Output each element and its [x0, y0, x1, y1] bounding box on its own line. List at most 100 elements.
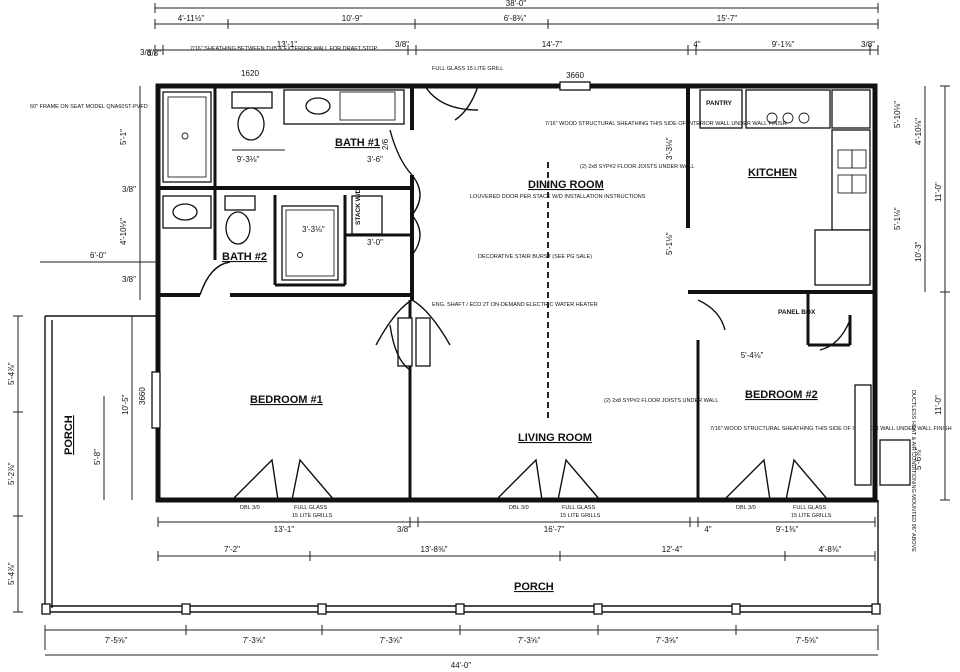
dim-porch-3: 7'-3⅝" [380, 636, 403, 645]
dim-bottom2-4: 4'-8⅜" [819, 545, 842, 554]
dim-top2-6: 9'-1⅜" [772, 40, 795, 49]
door3-size: DBL 3/0 [736, 505, 756, 511]
dim-bottom-1: 13'-1" [274, 525, 295, 534]
dim-left-inner-4: 4'-10⅛" [119, 218, 128, 245]
dim-kitchen-v2: 5'-1⅛" [665, 232, 674, 255]
dim-left-inner-5: 3/8" [122, 275, 136, 284]
window-top: 3660 [566, 71, 584, 80]
dim-bottom-2: 3/8" [397, 525, 411, 534]
dim-right-1: 11'-0" [934, 182, 943, 202]
dim-top2-5: 4" [693, 40, 700, 49]
porch: PORCH PORCH [41, 315, 881, 615]
door3-grill: 15 LITE GRILLS [791, 513, 832, 519]
dim-bottom2-2: 13'-8⅜" [420, 545, 447, 554]
dim-left-1: 5'-4⅞" [7, 362, 16, 385]
note-living-joists: (2) 2x8 SYP#2 FLOOR JOISTS UNDER WALL [604, 398, 718, 404]
dim-top2-2: 13'-1" [277, 40, 298, 49]
right-dimensions: 11'-0" 11'-0" 4'-10⅛" 10'-3" 5'-6⅜" 5'-1… [893, 85, 950, 501]
room-label-bedroom1: BEDROOM #1 [250, 394, 323, 406]
dim-top2-4: 14'-7" [542, 40, 563, 49]
bath1-fixtures: BATH #1 9'-3⅛" 3'-6" 2/6 1620 [162, 69, 413, 183]
dim-left-inner-1: 3/8" [147, 49, 161, 58]
dim-porch-4: 7'-3⅝" [518, 636, 541, 645]
room-label-bath1: BATH #1 [335, 137, 380, 149]
dim-closet-b: 3'-0" [367, 238, 383, 247]
note-decorative: DECORATIVE STAIR BURST (SEE PG SALE) [478, 254, 592, 260]
door2-type: FULL GLASS [562, 505, 595, 511]
dim-left-2: 5'-2⅞" [7, 462, 16, 485]
dim-left-3: 5'-4⅞" [7, 562, 16, 585]
room-label-porch: PORCH [514, 581, 554, 593]
dim-top-3: 6'-8¾" [504, 14, 527, 23]
dim-top-1: 4'-11½" [178, 14, 205, 23]
dim-kitchen-v1: 3'-3⅛" [665, 137, 674, 160]
label-pantry: PANTRY [706, 100, 733, 107]
interior-walls [158, 86, 875, 500]
door1-grill: 15 LITE GRILLS [292, 513, 333, 519]
dim-bath1-width: 9'-3⅛" [237, 155, 260, 164]
note-kitchen-joists: (2) 2x8 SYP#2 FLOOR JOISTS UNDER WALL [580, 164, 694, 170]
top-dimensions: 38'-0" 4'-11½" 10'-9" 6'-8¾" 15'-7" 3/8"… [140, 0, 879, 57]
bedroom2-area: BEDROOM #2 PANEL BOX 7/16" WOOD STRUCTUR… [697, 299, 952, 552]
window-left: 1620 [241, 69, 259, 78]
room-label-dining: DINING ROOM [528, 179, 604, 191]
dim-closet-a: 3'-3⅛" [302, 225, 325, 234]
room-label-bedroom2: BEDROOM #2 [745, 389, 818, 401]
note-full-glass-top: FULL GLASS 15 LITE GRILL [432, 66, 503, 72]
door1-size: DBL 3/0 [240, 505, 260, 511]
dim-bed2-width: 5'-4⅛" [741, 351, 764, 360]
dim-porch-2: 7'-3⅝" [243, 636, 266, 645]
dim-right-0: 4'-10⅛" [914, 118, 923, 145]
dim-top2-7: 3/8" [861, 40, 875, 49]
dim-porch-1: 7'-5⅝" [105, 636, 128, 645]
door3-type: FULL GLASS [793, 505, 826, 511]
note-heat-ac: DUCTLESS HEAT & AIR CONDITIONING MOUNTED… [910, 390, 916, 552]
note-bed2-sheathing: 7/16" WOOD STRUCTURAL SHEATHING THIS SID… [710, 426, 952, 432]
dim-kitchen-right-2: 5'-1⅛" [893, 207, 902, 230]
dim-right-4: 5'-6⅜" [914, 447, 923, 470]
dim-porch-overall: 44'-0" [451, 661, 472, 670]
dim-top2-1: 3/8" [140, 48, 154, 57]
left-dimensions: 5'-4⅞" 5'-2⅞" 5'-4⅞" 6'-0" 5'-1" 4'-10⅛"… [7, 46, 378, 613]
door2-grill: 15 LITE GRILLS [560, 513, 601, 519]
dim-top-4: 15'-7" [717, 14, 738, 23]
note-frame-seat: 60" FRAME ON SEAT MODEL QNA60ST-PVFD [30, 104, 148, 110]
label-panel-box: PANEL BOX [778, 309, 816, 316]
door2-size: DBL 3/0 [509, 505, 529, 511]
note-louvered: LOUVERED DOOR PER STACK W/D INSTALLATION… [470, 194, 646, 200]
kitchen-area: PANTRY KITCHEN 7/16" WOOD STRUCTURAL SHE… [545, 89, 871, 286]
room-label-porch-side: PORCH [63, 415, 75, 455]
dim-right-2: 10'-3" [914, 241, 923, 262]
note-sheathing-top: 7/16" SHEATHING BETWEEN TUB & EXTERIOR W… [190, 46, 378, 52]
dim-bottom-3: 16'-7" [544, 525, 565, 534]
bottom-dimensions: 13'-1" 3/8" 16'-7" 4" 9'-1⅜" 7'-2" 13'-8… [157, 517, 876, 561]
porch-dimensions: 7'-5⅝" 7'-3⅝" 7'-3⅝" 7'-3⅝" 7'-3⅝" 7'-5⅝… [44, 625, 879, 670]
room-label-bath2: BATH #2 [222, 251, 267, 263]
dim-bottom2-3: 12'-4" [662, 545, 683, 554]
note-kitchen-sheathing: 7/16" WOOD STRUCTURAL SHEATHING THIS SID… [545, 121, 787, 127]
note-water-heater: ENG. SHAFT / ECO 2T ON-DEMAND ELECTRIC W… [432, 302, 598, 308]
laundry: STACK W/D 3'-0" [351, 174, 421, 256]
living-area: LIVING ROOM (2) 2x8 SYP#2 FLOOR JOISTS U… [518, 398, 718, 444]
dim-overall-width: 38'-0" [506, 0, 527, 8]
dining-area: DINING ROOM DECORATIVE STAIR BURST (SEE … [424, 66, 646, 420]
dim-porch-width: 6'-0" [90, 251, 106, 260]
dim-bath-hall: 3'-6" [367, 155, 383, 164]
dim-bed1-height: 10'-5" [121, 394, 130, 415]
bath2-fixtures: BATH #2 3'-3⅛" [162, 195, 339, 296]
dim-bottom2-1: 7'-2" [224, 545, 240, 554]
door1-type: FULL GLASS [294, 505, 327, 511]
window-bed1: 3660 [138, 387, 147, 405]
dim-kitchen-right-1: 5'-10⅛" [893, 101, 902, 128]
dim-porch-6: 7'-5⅝" [796, 636, 819, 645]
dim-bottom-4: 4" [704, 525, 711, 534]
bedroom1-area: BEDROOM #1 3660 [138, 324, 411, 429]
dim-left-inner-2: 5'-1" [119, 129, 128, 145]
water-heater-area: ENG. SHAFT / ECO 2T ON-DEMAND ELECTRIC W… [375, 299, 598, 367]
stack-wd-label: STACK W/D [355, 188, 362, 225]
room-label-kitchen: KITCHEN [748, 167, 797, 179]
bath1-door: 2/6 [381, 138, 390, 150]
dim-right-3: 11'-0" [934, 395, 943, 415]
room-label-living: LIVING ROOM [518, 432, 592, 444]
